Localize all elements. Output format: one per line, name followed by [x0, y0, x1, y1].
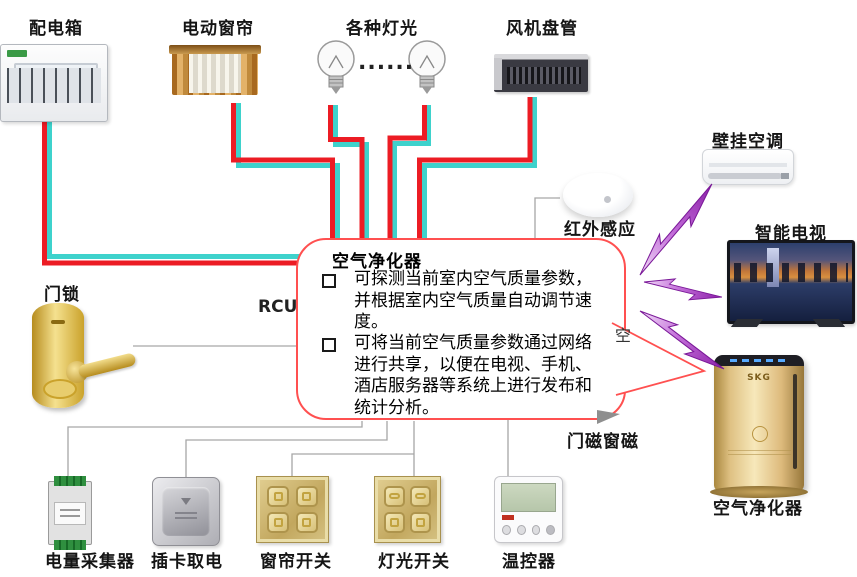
switch-button [384, 486, 405, 507]
wire-distribution-teal [47, 118, 312, 259]
smart-tv-image [727, 240, 855, 324]
fan-coil-image [494, 54, 588, 92]
light-bulb-icon [408, 40, 446, 94]
label-wall-ac: 壁挂空调 [712, 132, 784, 152]
label-air-purifier: 空气净化器 [713, 499, 803, 519]
switch-button [384, 512, 405, 533]
ac-display [781, 173, 789, 179]
label-smart-tv: 智能电视 [755, 224, 827, 244]
label-ir-sensor: 红外感应 [564, 220, 636, 240]
lock-card-slot [51, 319, 65, 324]
label-curtain-switch: 窗帘开关 [260, 552, 332, 572]
brand-logo-mark [7, 50, 27, 57]
wire-fancoil-red [417, 97, 533, 240]
air-purifier-callout: 空气净化器 可探测当前室内空气质量参数，并根据室内空气质量自动调节速度。 可将当… [296, 238, 626, 420]
callout-bullet-text: 可探测当前室内空气质量参数，并根据室内空气质量自动调节速度。 [354, 269, 592, 332]
lights-ellipsis: ...... [358, 50, 415, 75]
purifier-text-lines [727, 450, 791, 459]
wall-ac-image [702, 149, 794, 185]
breaker-row [7, 67, 101, 103]
label-various-lights: 各种灯光 [346, 19, 418, 39]
wire-curtain-red [231, 103, 335, 240]
fan-coil-endcap [494, 57, 503, 91]
purifier-side-vent [793, 374, 797, 470]
electric-curtain-image [169, 45, 261, 95]
tv-skyline [733, 263, 849, 282]
light-bulb-icon [317, 40, 355, 94]
callout-bullet: 可探测当前室内空气质量参数，并根据室内空气质量自动调节速度。 [322, 269, 600, 334]
magnet-pointer-arrow [597, 410, 620, 424]
wire-bulb2-teal [392, 105, 431, 240]
card-insert-arrow [181, 497, 191, 505]
label-thermostat: 温控器 [502, 552, 556, 572]
label-distribution-box: 配电箱 [29, 19, 83, 39]
thermostat-buttons [501, 525, 556, 536]
ir-sensor-lens [603, 195, 611, 203]
door-lock-image [32, 303, 142, 413]
label-card-power: 插卡取电 [151, 552, 223, 572]
terminal-block [54, 540, 86, 550]
curtain-sheer [189, 53, 241, 93]
thermostat-image [494, 476, 563, 543]
curtain-rod [169, 45, 261, 54]
square-bullet-icon [322, 274, 336, 288]
thermostat-lcd [501, 482, 556, 513]
label-door-lock: 门锁 [44, 285, 80, 305]
line-card-power [185, 421, 388, 478]
purifier-emblem [752, 425, 768, 442]
label-power-collector: 电量采集器 [45, 552, 135, 572]
thermostat-logo [501, 514, 514, 520]
distribution-box-image [0, 44, 108, 122]
switch-button [410, 486, 431, 507]
wire-bulb2-red [387, 105, 427, 240]
curtain-switch-image [256, 476, 329, 543]
wire-bulb1-red [328, 105, 365, 240]
lock-emblem [43, 378, 77, 399]
callout-bullet-text: 可将当前空气质量参数通过网络进行共享，以便在电视、手机、酒店服务器等系统上进行发… [354, 333, 592, 418]
wire-bulb1-teal [333, 105, 369, 240]
partial-occluded-label: 空 [615, 326, 632, 345]
switch-button [266, 512, 290, 533]
callout-bullet: 可将当前空气质量参数通过网络进行共享，以便在电视、手机、酒店服务器等系统上进行发… [322, 333, 600, 419]
power-collector-image [48, 476, 92, 550]
card-slot-panel [162, 487, 210, 536]
label-electric-curtain: 电动窗帘 [182, 19, 254, 39]
air-purifier-image: SKG [710, 355, 808, 498]
ir-sensor-image [563, 173, 633, 217]
switch-button [410, 512, 431, 533]
wire-curtain-teal [236, 103, 340, 240]
callout-title: 空气净化器 [332, 252, 422, 272]
ac-vent [708, 173, 783, 179]
square-bullet-icon [322, 338, 336, 352]
purifier-indicator-lights [730, 359, 788, 362]
ac-trim-line [709, 162, 787, 167]
lock-handle [77, 352, 137, 379]
switch-button [295, 512, 319, 533]
fan-coil-grille [507, 66, 582, 85]
wire-fancoil-teal [422, 97, 537, 240]
collector-label-area [54, 501, 86, 525]
rcu-unit-label: RCU [258, 297, 298, 317]
light-switch-image [374, 476, 441, 543]
label-door-window-magnet: 门磁窗磁 [567, 432, 639, 452]
card-power-image [152, 477, 220, 546]
lock-plate [32, 303, 84, 408]
tv-stand [727, 318, 849, 327]
label-light-switch: 灯光开关 [378, 552, 450, 572]
purifier-brand-logo: SKG [747, 373, 771, 383]
tv-leg [731, 319, 764, 327]
line-power-collector [67, 421, 363, 478]
wire-distribution-red [42, 118, 312, 266]
line-ir-sensor [534, 197, 560, 240]
purifier-base [710, 486, 808, 498]
terminal-block [54, 476, 86, 486]
tv-leg [812, 319, 845, 327]
label-fan-coil: 风机盘管 [506, 19, 578, 39]
switch-button [295, 486, 319, 507]
switch-button [266, 486, 290, 507]
tv-screen [730, 243, 852, 321]
purifier-control-strip [714, 355, 804, 366]
line-curtain-switch [291, 453, 414, 477]
